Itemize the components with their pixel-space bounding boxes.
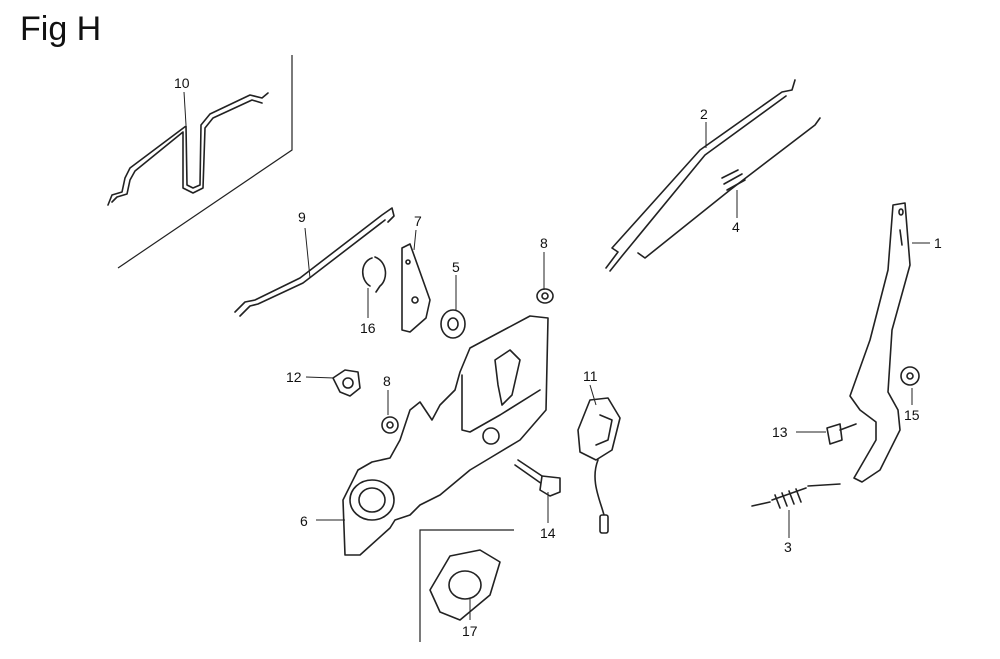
separator-line-top-left [117, 55, 293, 269]
part-11-switch [577, 397, 621, 534]
leader-lines [183, 91, 930, 620]
part-10-rod [107, 92, 269, 206]
callout-7: 7 [414, 213, 422, 229]
figure-title: Fig H [20, 10, 102, 48]
callout-10: 10 [174, 75, 190, 91]
part-17-gasket [429, 549, 501, 621]
callout-5: 5 [452, 259, 460, 275]
part-6-base-plate [342, 315, 549, 556]
callout-8-lower: 8 [383, 373, 391, 389]
callout-4: 4 [732, 219, 740, 235]
callout-17: 17 [462, 623, 478, 639]
part-3-spring [751, 483, 841, 509]
callout-15: 15 [904, 407, 920, 423]
part-13-bolt [826, 423, 857, 445]
callout-16: 16 [360, 320, 376, 336]
callout-3: 3 [784, 539, 792, 555]
part-7-plate [401, 243, 431, 333]
separator-line-bottom [419, 529, 514, 642]
part-2-rod [605, 79, 796, 272]
part-1-control-lever [849, 202, 911, 483]
callout-8-top: 8 [540, 235, 548, 251]
part-8-nut-lower [381, 416, 399, 434]
part-14-bolt [514, 459, 561, 497]
callout-2: 2 [700, 106, 708, 122]
callout-1: 1 [934, 235, 942, 251]
callout-9: 9 [298, 209, 306, 225]
callout-6: 6 [300, 513, 308, 529]
part-8-nut-top [536, 288, 554, 304]
part-4-spring-rod [637, 117, 821, 259]
part-12-clamp [332, 369, 361, 397]
callout-12: 12 [286, 369, 302, 385]
part-5-washer [440, 309, 466, 339]
part-16-clip [361, 256, 387, 293]
callout-13: 13 [772, 424, 788, 440]
callout-14: 14 [540, 525, 556, 541]
part-15-nut [900, 366, 920, 386]
part-9-rod [234, 207, 395, 317]
callout-11: 11 [583, 368, 598, 384]
